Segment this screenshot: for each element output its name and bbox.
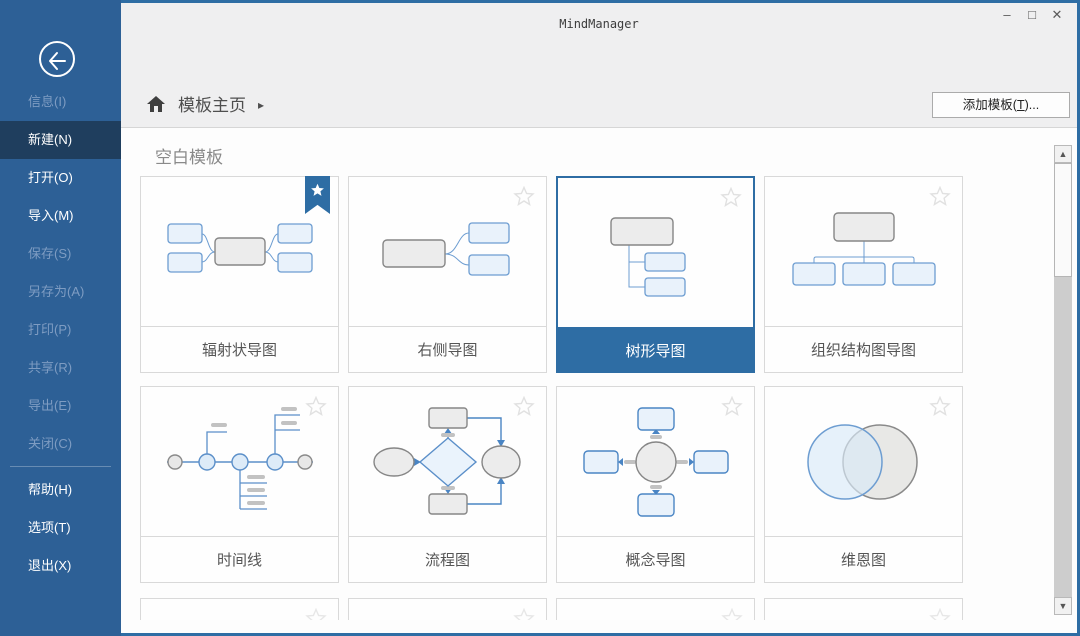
template-card-partial[interactable] [764,598,963,620]
template-card-org-chart[interactable]: 组织结构图导图 [764,176,963,373]
sidebar-item-save[interactable]: 保存(S) [28,246,72,261]
concept-map-icon [582,406,729,517]
template-thumbnail [765,387,962,536]
sidebar-item-export[interactable]: 导出(E) [28,398,72,413]
breadcrumb-arrow-icon[interactable]: ▸ [258,97,265,112]
right-map-icon [381,221,510,276]
topbar: MindManager – □ ✕ 模板主页 ▸ 添加模板(T)... [121,3,1077,128]
venn-diagram-icon [806,423,918,500]
home-icon[interactable] [146,95,166,113]
template-thumbnail [349,387,546,536]
template-gallery: 空白模板 [121,129,1077,620]
template-thumbnail [141,387,338,536]
sidebar-item-help[interactable]: 帮助(H) [28,482,73,497]
back-arrow-icon [41,50,73,72]
add-template-mnemonic: T [1016,98,1025,112]
sidebar-menu: 信息(I) 新建(N) 打开(O) 导入(M) 保存(S) 另存为(A) 打印(… [0,83,121,585]
template-name: 维恩图 [765,536,962,582]
template-name: 右侧导图 [349,326,546,372]
sidebar-item-open[interactable]: 打开(O) [28,170,73,185]
window-title: MindManager [559,17,639,31]
template-card-flowchart[interactable]: 流程图 [348,386,547,583]
template-card-partial[interactable] [348,598,547,620]
template-name-text: 组织结构图导图 [810,342,916,359]
sidebar-item-import[interactable]: 导入(M) [28,208,74,223]
template-thumbnail [349,177,546,326]
minimize-button[interactable]: – [1003,7,1011,22]
favorite-star-outline-icon[interactable] [928,395,952,424]
sidebar-item-exit[interactable]: 退出(X) [28,558,72,573]
sidebar-item-info[interactable]: 信息(I) [28,94,67,109]
sidebar-item-options[interactable]: 选项(T) [28,520,71,535]
back-button[interactable] [39,41,75,77]
scroll-down-button[interactable]: ▼ [1054,597,1072,615]
template-name-text: 概念导图 [625,552,686,569]
sidebar: 信息(I) 新建(N) 打开(O) 导入(M) 保存(S) 另存为(A) 打印(… [0,0,121,636]
favorite-star-outline-icon[interactable] [719,186,743,215]
vertical-scrollbar[interactable]: ▲ ▼ [1054,145,1072,615]
template-name-text: 维恩图 [840,552,886,569]
template-thumbnail [141,599,338,620]
maximize-button[interactable]: □ [1028,7,1036,22]
template-name-text: 时间线 [216,552,262,569]
template-card-right-map[interactable]: 右侧导图 [348,176,547,373]
template-name: 辐射状导图 [141,326,338,372]
template-card-partial[interactable] [556,598,755,620]
main-area: MindManager – □ ✕ 模板主页 ▸ 添加模板(T)... 空白模板 [121,3,1077,633]
template-thumbnail [557,599,754,620]
close-button[interactable]: ✕ [1051,7,1063,22]
template-name-text: 树形导图 [625,343,686,360]
favorite-star-outline-icon[interactable] [304,395,328,424]
template-card-timeline[interactable]: 时间线 [140,386,339,583]
favorite-star-outline-icon[interactable] [928,185,952,214]
template-thumbnail [558,178,753,327]
window-controls: – □ ✕ [997,5,1067,25]
template-card-radial-map[interactable]: 辐射状导图 [140,176,339,373]
template-name: 树形导图 [558,327,753,373]
breadcrumb: 模板主页 ▸ [146,91,264,116]
template-card-venn-diagram[interactable]: 维恩图 [764,386,963,583]
template-thumbnail [557,387,754,536]
template-name-text: 辐射状导图 [201,342,277,359]
template-name-text: 流程图 [424,552,470,569]
favorite-star-outline-icon[interactable] [720,607,744,620]
section-title: 空白模板 [155,148,223,167]
template-card-partial[interactable] [140,598,339,620]
sidebar-item-new[interactable]: 新建(N) [0,121,121,159]
scroll-up-button[interactable]: ▲ [1054,145,1072,163]
sidebar-item-print[interactable]: 打印(P) [28,322,72,337]
template-name-text: 右侧导图 [417,342,478,359]
flowchart-icon [372,406,521,515]
sidebar-item-saveas[interactable]: 另存为(A) [28,284,85,299]
add-template-label: 添加模板( [962,98,1017,112]
favorite-star-outline-icon[interactable] [928,607,952,620]
org-chart-icon [791,211,936,286]
sidebar-item-share[interactable]: 共享(R) [28,360,73,375]
favorite-star-outline-icon[interactable] [720,395,744,424]
radial-map-icon [166,222,313,273]
sidebar-divider [10,466,111,467]
template-name: 时间线 [141,536,338,582]
favorite-star-outline-icon[interactable] [512,185,536,214]
add-template-button[interactable]: 添加模板(T)... [932,92,1070,118]
template-name: 组织结构图导图 [765,326,962,372]
favorite-star-outline-icon[interactable] [512,607,536,620]
scrollbar-thumb[interactable] [1054,163,1072,277]
template-name: 概念导图 [557,536,754,582]
template-name: 流程图 [349,536,546,582]
tree-map-icon [609,216,686,297]
sidebar-item-close[interactable]: 关闭(C) [28,436,73,451]
template-card-concept-map[interactable]: 概念导图 [556,386,755,583]
template-thumbnail [349,599,546,620]
add-template-suffix: )... [1024,98,1040,112]
favorite-star-outline-icon[interactable] [512,395,536,424]
template-thumbnail [765,599,962,620]
template-thumbnail [765,177,962,326]
favorite-star-outline-icon[interactable] [304,607,328,620]
template-card-tree-map[interactable]: 树形导图 [556,176,755,373]
timeline-icon [166,406,313,510]
page-title: 模板主页 [178,96,246,115]
template-thumbnail [141,176,338,326]
